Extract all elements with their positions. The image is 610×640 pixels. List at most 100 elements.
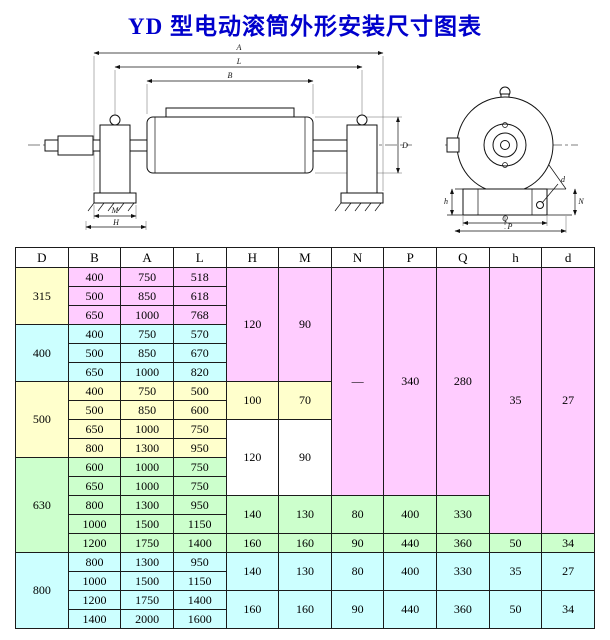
cell-Q: 330 bbox=[436, 552, 490, 591]
cell-H: 140 bbox=[225, 495, 280, 534]
cell-A: 750 bbox=[120, 324, 174, 344]
technical-drawing: A L B D M H h N Q P d bbox=[28, 43, 584, 233]
cell-M: 160 bbox=[278, 533, 332, 553]
cell-B: 1400 bbox=[67, 609, 122, 629]
col-header-H: H bbox=[225, 247, 280, 268]
cell-d: 34 bbox=[541, 533, 595, 553]
cell-L: 1400 bbox=[172, 533, 227, 553]
cell-M: 160 bbox=[278, 590, 332, 629]
cell-H: 100 bbox=[225, 381, 280, 420]
cell-A: 1000 bbox=[120, 457, 174, 477]
cell-A: 1500 bbox=[120, 571, 174, 591]
cell-P: 340 bbox=[383, 267, 437, 496]
cell-B: 500 bbox=[67, 286, 122, 306]
col-header-P: P bbox=[383, 247, 437, 268]
cell-L: 768 bbox=[172, 305, 227, 325]
cell-L: 950 bbox=[172, 552, 227, 572]
cell-A: 1000 bbox=[120, 476, 174, 496]
cell-H: 160 bbox=[225, 533, 280, 553]
col-header-A: A bbox=[120, 247, 174, 268]
cell-L: 670 bbox=[172, 343, 227, 363]
dim-label-Q: Q bbox=[502, 214, 508, 223]
cell-N: 90 bbox=[330, 590, 385, 629]
cell-h: 35 bbox=[488, 552, 543, 591]
cell-Q: 330 bbox=[436, 495, 490, 534]
cell-A: 1750 bbox=[120, 590, 174, 610]
shaft-end-block bbox=[57, 135, 94, 156]
drum-end-view bbox=[445, 86, 578, 233]
cell-H: 140 bbox=[225, 552, 280, 591]
drum-shell bbox=[146, 116, 314, 174]
cell-Q: 360 bbox=[436, 590, 490, 629]
cell-D: 800 bbox=[15, 552, 69, 629]
dim-label-H: H bbox=[112, 218, 120, 227]
cell-B: 400 bbox=[67, 324, 122, 344]
dim-label-P: P bbox=[507, 222, 513, 231]
mounting-base bbox=[462, 188, 548, 216]
cell-L: 600 bbox=[172, 400, 227, 420]
cell-M: 130 bbox=[278, 495, 332, 534]
cell-A: 1300 bbox=[120, 495, 174, 515]
cell-A: 1750 bbox=[120, 533, 174, 553]
cell-D: 315 bbox=[15, 267, 69, 325]
cell-A: 850 bbox=[120, 343, 174, 363]
cell-h: 50 bbox=[488, 590, 543, 629]
bracket-right-base bbox=[340, 192, 384, 204]
dim-label-d: d bbox=[561, 175, 566, 184]
dim-label-h: h bbox=[444, 197, 448, 206]
drum-side-view bbox=[28, 51, 412, 230]
col-header-d: d bbox=[541, 247, 595, 268]
cell-B: 400 bbox=[67, 381, 122, 401]
cell-M: 70 bbox=[278, 381, 332, 420]
hatching bbox=[87, 202, 382, 212]
cell-B: 600 bbox=[67, 457, 122, 477]
cell-L: 500 bbox=[172, 381, 227, 401]
cell-B: 650 bbox=[67, 419, 122, 439]
col-header-N: N bbox=[330, 247, 385, 268]
cell-D: 500 bbox=[15, 381, 69, 458]
cell-A: 850 bbox=[120, 286, 174, 306]
cell-d: 34 bbox=[541, 590, 595, 629]
cell-L: 518 bbox=[172, 267, 227, 287]
cell-A: 1000 bbox=[120, 305, 174, 325]
cell-L: 750 bbox=[172, 476, 227, 496]
dim-label-D: D bbox=[401, 141, 408, 150]
cell-L: 820 bbox=[172, 362, 227, 382]
cell-P: 400 bbox=[383, 552, 437, 591]
col-header-h: h bbox=[488, 247, 543, 268]
cell-A: 2000 bbox=[120, 609, 174, 629]
cell-P: 400 bbox=[383, 495, 437, 534]
cell-L: 618 bbox=[172, 286, 227, 306]
cell-B: 650 bbox=[67, 362, 122, 382]
cell-L: 1400 bbox=[172, 590, 227, 610]
cell-P: 440 bbox=[383, 590, 437, 629]
cell-B: 800 bbox=[67, 552, 122, 572]
cell-L: 950 bbox=[172, 438, 227, 458]
cell-h: 35 bbox=[488, 267, 543, 534]
cell-D: 400 bbox=[15, 324, 69, 382]
col-header-D: D bbox=[15, 247, 69, 268]
cell-B: 1200 bbox=[67, 590, 122, 610]
cell-H: 160 bbox=[225, 590, 280, 629]
cell-L: 570 bbox=[172, 324, 227, 344]
cell-d: 27 bbox=[541, 267, 595, 534]
cell-N: 80 bbox=[330, 552, 385, 591]
col-header-Q: Q bbox=[436, 247, 490, 268]
cell-P: 440 bbox=[383, 533, 437, 553]
cell-L: 950 bbox=[172, 495, 227, 515]
cell-L: 750 bbox=[172, 457, 227, 477]
cell-A: 750 bbox=[120, 381, 174, 401]
cell-N: 80 bbox=[330, 495, 385, 534]
